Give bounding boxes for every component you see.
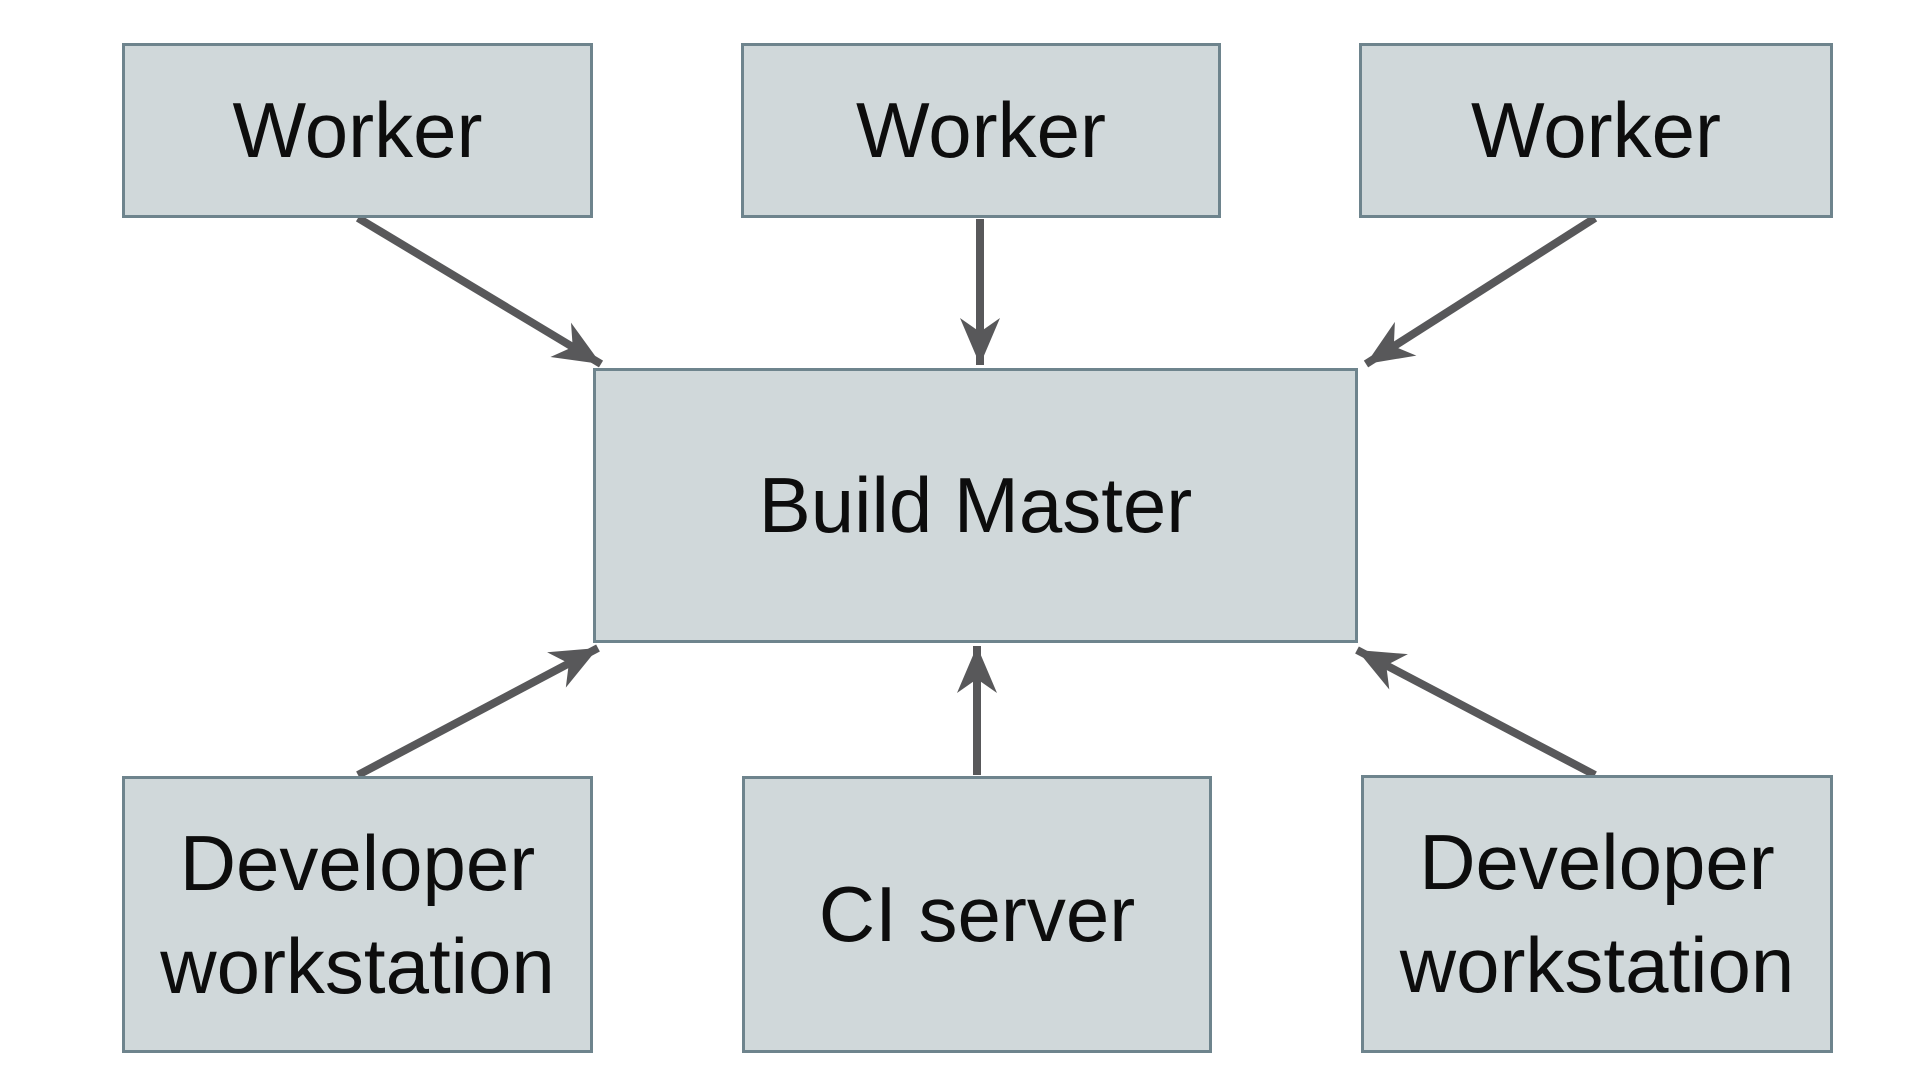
node-worker-right: Worker [1359, 43, 1833, 218]
node-worker-left-label: Worker [232, 86, 483, 175]
node-developer-workstation-right: Developer workstation [1361, 775, 1833, 1053]
node-developer-workstation-left: Developer workstation [122, 776, 593, 1053]
node-build-master-label: Build Master [758, 461, 1193, 550]
arrow-worker-right-to-build-master [1363, 214, 1598, 368]
node-ci-server-label: CI server [818, 870, 1136, 959]
node-developer-workstation-left-label: Developer workstation [160, 818, 555, 1010]
arrow-dev-right-to-build-master [1355, 646, 1597, 779]
node-worker-middle: Worker [741, 43, 1221, 218]
node-developer-workstation-right-label: Developer workstation [1399, 818, 1795, 1009]
node-worker-left: Worker [122, 43, 593, 218]
arrow-worker-left-to-build-master [355, 214, 604, 368]
node-worker-middle-label: Worker [856, 86, 1106, 175]
node-worker-right-label: Worker [1471, 86, 1721, 175]
arrow-dev-left-to-build-master [356, 644, 600, 779]
node-build-master: Build Master [593, 368, 1358, 643]
node-ci-server: CI server [742, 776, 1212, 1053]
